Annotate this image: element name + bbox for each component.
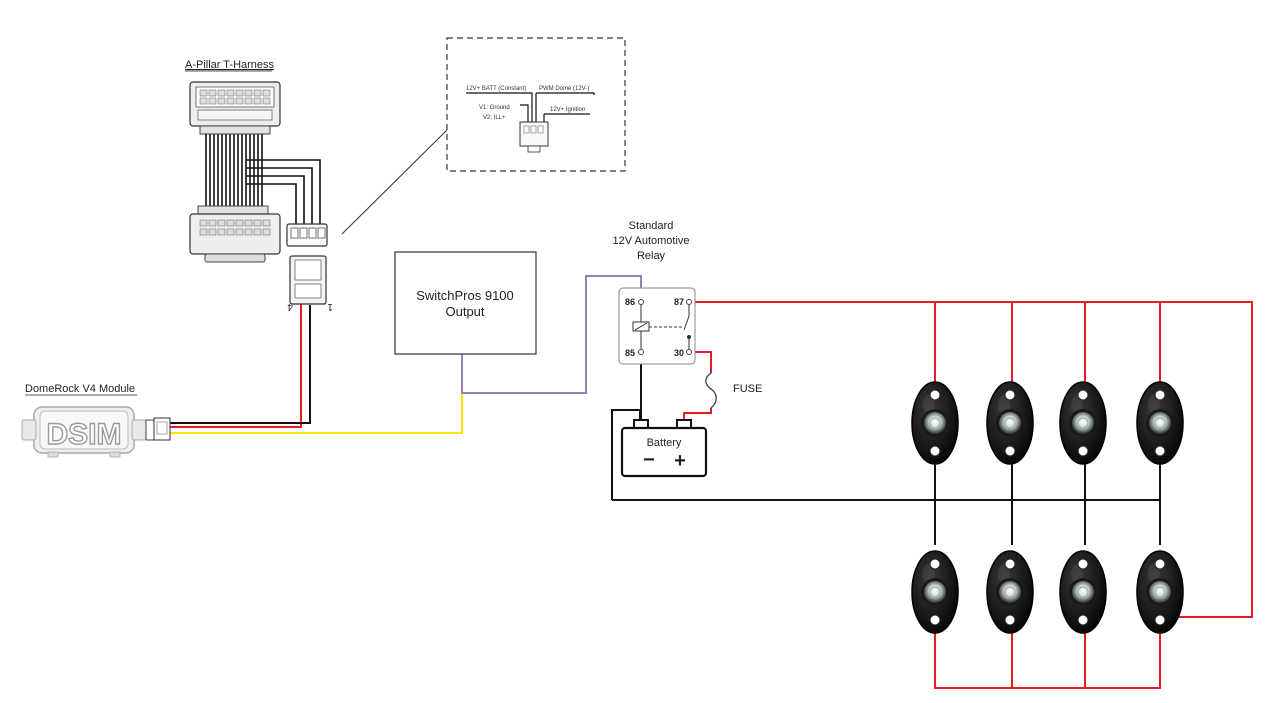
- inset-ignition: 12V+ Ignition: [550, 107, 585, 113]
- switchpros-box: SwitchPros 9100 Output: [394, 251, 537, 355]
- inset-ground: V1: Ground: [479, 105, 510, 111]
- battery-label: Battery: [647, 437, 682, 449]
- black-wires: [170, 305, 1161, 545]
- four-pin-plug: 4 1: [286, 223, 333, 312]
- domerock-module: DomeRock V4 Module DSIM: [21, 383, 171, 458]
- pin-86: 86: [625, 297, 635, 307]
- inset-ill: V2: ILL+: [483, 115, 506, 121]
- pin-85: 85: [625, 348, 635, 358]
- harness-bottom-connector: [189, 205, 281, 263]
- battery-plus: +: [674, 450, 686, 472]
- rock-light-bottom-1: [911, 550, 959, 634]
- module-badge: DSIM: [47, 418, 122, 451]
- relay-label-2: 12V Automotive: [612, 235, 689, 247]
- rock-light-bottom-4: [1136, 550, 1184, 634]
- rock-light-top-4: [1136, 381, 1184, 465]
- harness-bundle: [205, 134, 263, 208]
- relay-label-1: Standard: [629, 220, 674, 232]
- inset-leader-line: [341, 129, 448, 235]
- inset-pwm: PWM Dome (12V-): [539, 86, 589, 92]
- pin-label-4: 4: [287, 301, 293, 312]
- pin-label-1: 1: [327, 301, 333, 312]
- connector-pinout-inset: 12V+ BATT (Constant) PWM Dome (12V-) V1:…: [446, 37, 626, 172]
- relay: Standard 12V Automotive Relay 86 87 85 3…: [612, 220, 696, 365]
- pin-87: 87: [674, 297, 684, 307]
- a-pillar-harness: A-Pillar T-Harness: [185, 59, 333, 312]
- fuse-label: FUSE: [733, 383, 762, 395]
- rock-light-bottom-2: [986, 550, 1034, 634]
- module-title: DomeRock V4 Module: [25, 383, 135, 395]
- harness-top-connector: [189, 81, 281, 135]
- rock-light-top-1: [911, 381, 959, 465]
- rock-light-top-2: [986, 381, 1034, 465]
- rock-light-bottom-3: [1059, 550, 1107, 634]
- harness-branch-wires: [246, 159, 321, 225]
- rock-light-top-3: [1059, 381, 1107, 465]
- switchpros-line2: Output: [445, 304, 484, 319]
- battery-minus: −: [643, 449, 655, 471]
- pin-30: 30: [674, 348, 684, 358]
- fuse-symbol: [705, 372, 717, 409]
- inset-batt: 12V+ BATT (Constant): [466, 86, 526, 92]
- switchpros-line1: SwitchPros 9100: [416, 288, 514, 303]
- relay-label-3: Relay: [637, 250, 666, 262]
- purple-wire: [461, 275, 642, 394]
- yellow-wire: [170, 392, 463, 434]
- rock-lights: [911, 381, 1184, 634]
- harness-title: A-Pillar T-Harness: [185, 59, 275, 71]
- battery: Battery − +: [620, 419, 708, 478]
